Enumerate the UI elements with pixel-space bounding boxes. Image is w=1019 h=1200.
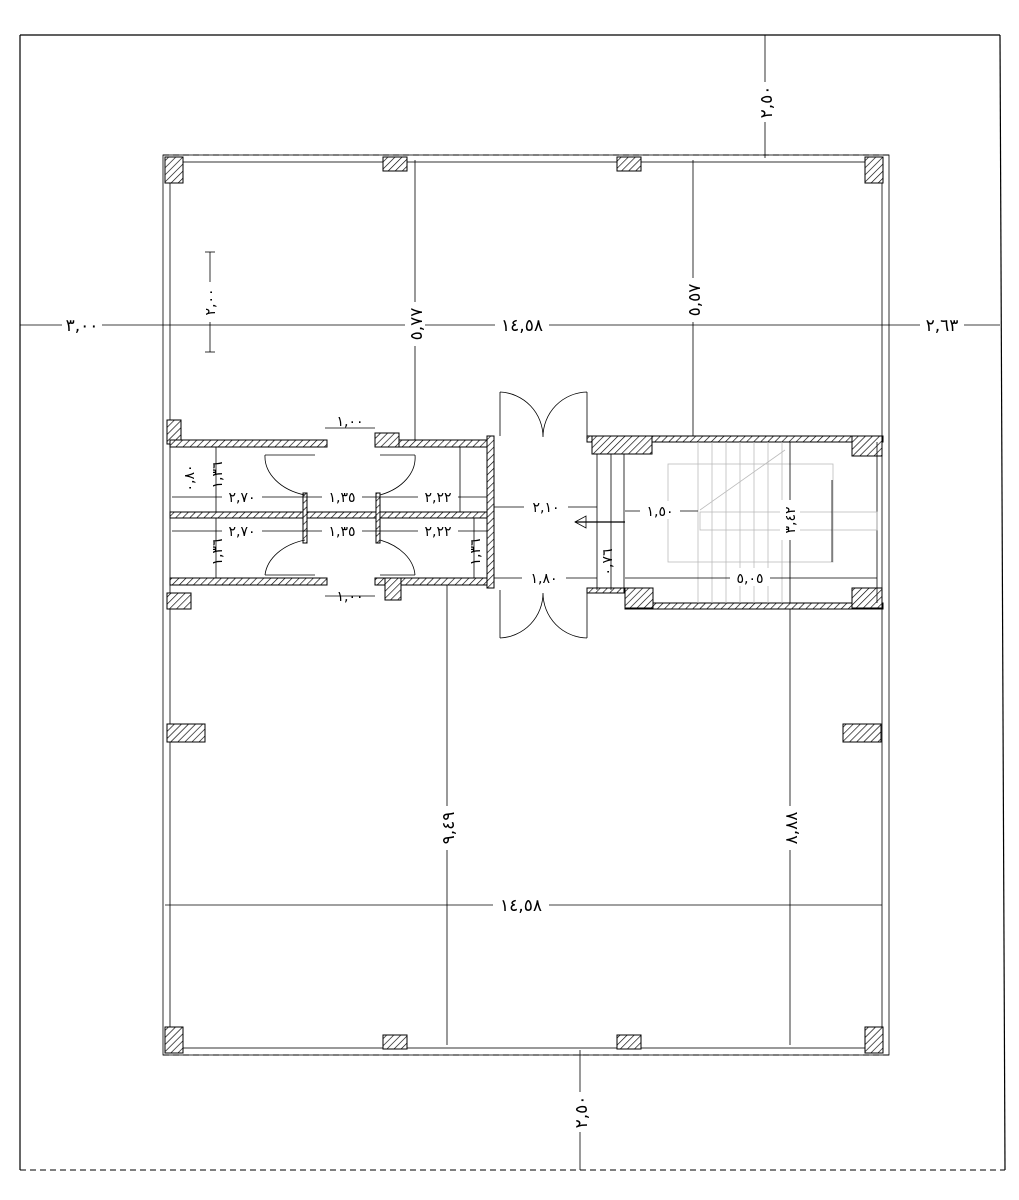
dim-width-bottom: ١٤,٥٨ [500,896,542,916]
dim-room-c-top: ٢,٢٢ [424,490,451,506]
dim-corridor-top-height: ٠,٨٠ [182,464,198,491]
dim-window-height: ٢,٠٠ [203,288,219,315]
dim-stair-width: ٥,٠٥ [736,571,763,587]
entrance-doors [499,391,625,639]
entrance-arrow-icon [574,515,587,529]
dim-stair-gap: ٠,٧٦ [600,548,616,575]
dim-room-b-top: ١,٣٥ [328,490,355,506]
service-core [169,432,495,601]
dim-door-top: ١,٠٠ [336,414,363,430]
dim-corridor-height-a: ١,٣٦ [210,461,226,488]
dim-top-setback: ٢,٥٠ [757,86,777,119]
dim-top-left-depth: ٥,٧٧ [407,308,427,341]
dim-top-right-depth: ٥,٥٧ [685,284,705,317]
dim-stair-landing: ١,٥٠ [646,504,673,520]
dim-stair-depth: ٣,٤٢ [783,506,799,533]
dimension-labels: ٢,٥٠ ٣,٠٠ ١٤,٥٨ ٢,٦٣ ٥,٧٧ ٥,٥٧ ٢,٠٠ ١,٠٠… [62,82,964,1132]
dim-room-b-bottom: ١,٣٥ [328,524,355,540]
stair-treads [667,442,878,603]
dim-room-a-bottom: ٢,٧٠ [228,524,255,540]
dim-left-setback: ٣,٠٠ [66,316,99,336]
dim-bottom-left-depth: ٩,٤٩ [439,812,459,845]
dim-right-setback: ٢,٦٣ [926,316,959,336]
dim-lobby-top: ٢,١٠ [532,500,559,516]
dim-corridor-height-c: ١,٣٦ [468,538,484,565]
dim-room-a-top: ٢,٧٠ [228,490,255,506]
dim-width-top: ١٤,٥٨ [501,316,543,336]
dim-bottom-right-depth: ٨,٨٨ [782,812,802,845]
dim-bottom-setback: ٢,٥٠ [572,1096,592,1129]
dim-lobby-bottom: ١,٨٠ [530,571,557,587]
dim-room-c-bottom: ٢,٢٢ [424,524,451,540]
dim-door-bottom: ١,٠٠ [336,589,363,605]
building-walls [162,154,890,1056]
dim-corridor-height-b: ١,٣٦ [210,538,226,565]
site-boundary [19,34,1006,1171]
